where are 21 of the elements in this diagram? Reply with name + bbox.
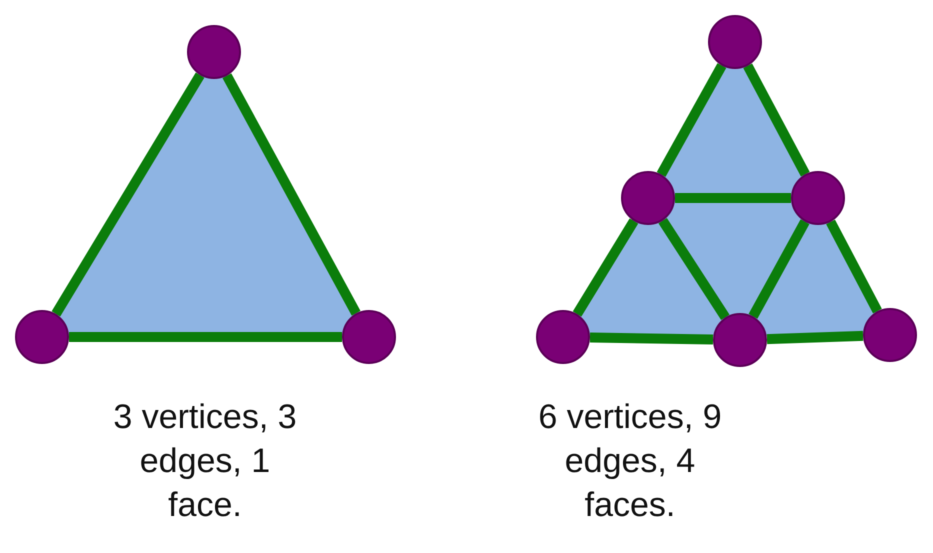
graph-edge-line bbox=[590, 332, 714, 345]
graph-edge-line bbox=[748, 219, 810, 319]
graph-edge-line bbox=[656, 63, 726, 177]
count-caption: 6 vertices, 9 edges, 4 faces. bbox=[537, 397, 723, 526]
vertex-circle bbox=[863, 308, 917, 362]
graph-edge-line bbox=[826, 220, 882, 314]
graph-edge-line bbox=[52, 72, 204, 316]
graph-edge-line bbox=[675, 193, 791, 203]
graph-edge-line bbox=[743, 63, 810, 177]
vertex-circle bbox=[713, 313, 767, 367]
vertex-circle bbox=[536, 310, 590, 364]
graph-edge-line bbox=[222, 73, 360, 316]
graph-edge-line bbox=[766, 330, 864, 344]
vertex-circle bbox=[187, 25, 241, 79]
vertex-circle bbox=[342, 310, 396, 364]
graph-edge-line bbox=[69, 332, 342, 342]
count-caption: 3 vertices, 3 edges, 1 face. bbox=[112, 397, 298, 526]
graph-edge-line bbox=[658, 218, 730, 320]
vertex-circle bbox=[15, 310, 69, 364]
graph-edge-line bbox=[572, 218, 638, 317]
vertex-circle bbox=[708, 15, 762, 69]
